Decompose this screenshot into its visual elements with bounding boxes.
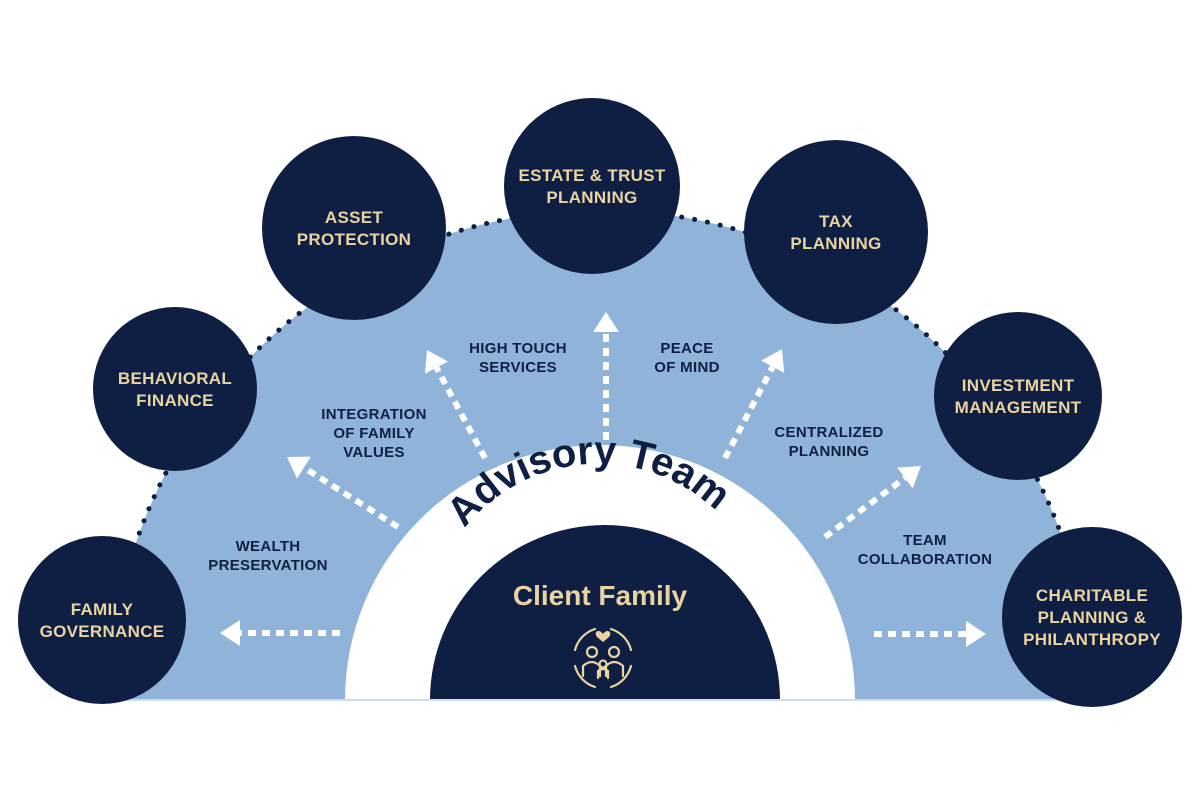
investment-management-label-line: MANAGEMENT	[955, 398, 1082, 417]
arrow-head	[425, 350, 448, 374]
asset-protection-label-line: ASSET	[325, 208, 383, 227]
arrow-1	[220, 620, 340, 646]
benefit-wealth-preservation-line: PRESERVATION	[208, 557, 327, 574]
client-family-label: Client Family	[513, 580, 688, 611]
charitable-planning-label-line: PLANNING &	[1038, 608, 1147, 627]
service-node-estate-trust-planning: ESTATE & TRUST PLANNING	[504, 98, 680, 274]
benefit-integration-of-family-values-line: OF FAMILY	[333, 425, 414, 442]
arrow-3	[425, 350, 488, 460]
benefit-team-collaboration-line: COLLABORATION	[858, 551, 992, 568]
arrow-head	[761, 349, 785, 373]
benefit-wealth-preservation-line: WEALTH	[236, 538, 301, 555]
estate-trust-planning-label-line: PLANNING	[546, 188, 637, 207]
family-governance-label-line: GOVERNANCE	[40, 622, 165, 641]
benefit-centralized-planning-line: PLANNING	[789, 443, 870, 460]
estate-trust-planning-circle	[504, 98, 680, 274]
estate-trust-planning-label-line: ESTATE & TRUST	[518, 166, 665, 185]
charitable-planning-label-line: PHILANTHROPY	[1023, 630, 1161, 649]
service-node-family-governance: FAMILY GOVERNANCE	[18, 536, 186, 704]
arrow-5	[722, 349, 785, 460]
benefit-centralized-planning-line: CENTRALIZED	[774, 424, 883, 441]
investment-management-circle	[934, 312, 1102, 480]
client-family-semicircle	[430, 525, 780, 700]
arrow-2	[287, 456, 400, 530]
arrow-shaft	[302, 465, 400, 530]
charitable-planning-circle	[1002, 527, 1182, 707]
benefit-labels: WEALTH PRESERVATION INTEGRATION OF FAMILY VA…	[208, 340, 992, 574]
arrow-head	[897, 466, 921, 489]
benefit-team-collaboration-line: TEAM	[903, 532, 947, 549]
arrow-head	[220, 620, 240, 646]
tax-planning-label-line: TAX	[819, 212, 853, 231]
service-node-investment-management: INVESTMENT MANAGEMENT	[934, 312, 1102, 480]
charitable-planning-label-line: CHARITABLE	[1036, 586, 1148, 605]
arrow-head	[593, 312, 619, 332]
benefit-integration-of-family-values-line: INTEGRATION	[321, 406, 427, 423]
arrow-shaft	[722, 365, 776, 460]
arrow-head	[287, 456, 311, 479]
service-node-tax-planning: TAX PLANNING	[744, 140, 928, 324]
family-governance-circle	[18, 536, 186, 704]
family-governance-label-line: FAMILY	[71, 600, 134, 619]
benefit-high-touch-services-line: SERVICES	[479, 359, 557, 376]
family-heart-icon	[573, 627, 633, 689]
arrow-shaft	[433, 366, 488, 460]
benefit-peace-of-mind-line: OF MIND	[654, 359, 719, 376]
behavioral-finance-label-line: FINANCE	[136, 391, 214, 410]
behavioral-finance-label-line: BEHAVIORAL	[118, 369, 232, 388]
arrow-4	[593, 312, 619, 440]
tax-planning-label-line: PLANNING	[790, 234, 881, 253]
asset-protection-circle	[262, 136, 446, 320]
arrow-head	[966, 621, 986, 647]
arrow-7	[874, 621, 986, 647]
investment-management-label-line: INVESTMENT	[962, 376, 1075, 395]
benefit-integration-of-family-values-line: VALUES	[343, 444, 405, 461]
service-node-charitable-planning: CHARITABLE PLANNING & PHILANTHROPY	[1002, 527, 1182, 707]
arrows-group	[220, 312, 986, 647]
service-node-behavioral-finance: BEHAVIORAL FINANCE	[93, 307, 257, 471]
behavioral-finance-circle	[93, 307, 257, 471]
arrow-shaft	[823, 475, 907, 540]
arrow-6	[823, 466, 921, 540]
benefit-high-touch-services-line: HIGH TOUCH	[469, 340, 567, 357]
tax-planning-circle	[744, 140, 928, 324]
benefit-peace-of-mind-line: PEACE	[660, 340, 713, 357]
asset-protection-label-line: PROTECTION	[297, 230, 411, 249]
service-node-asset-protection: ASSET PROTECTION	[262, 136, 446, 320]
service-nodes: FAMILY GOVERNANCE BEHAVIORAL FINANCE ASSET PR…	[18, 98, 1182, 707]
